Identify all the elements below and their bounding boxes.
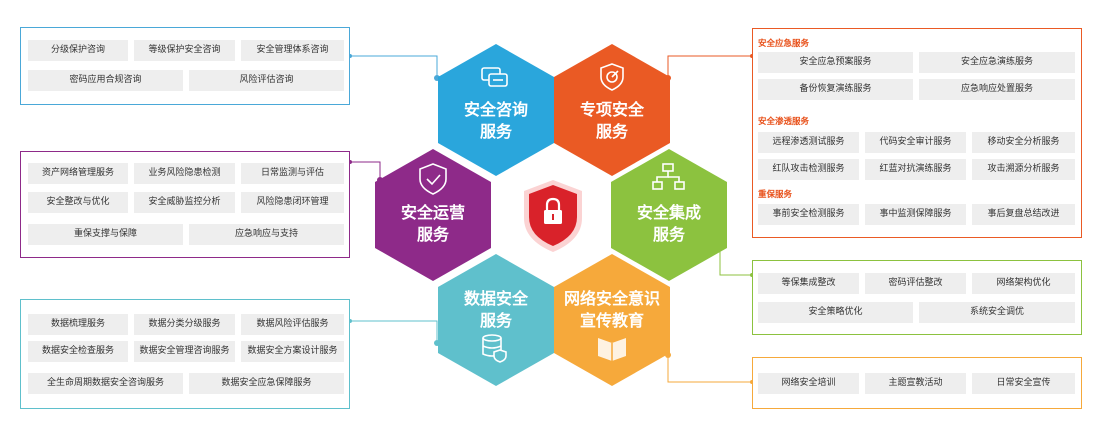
special-item: 红队攻击检测服务: [758, 159, 859, 180]
special-item: 安全应急演练服务: [919, 52, 1075, 73]
consult-item: 等级保护安全咨询: [134, 40, 235, 61]
ops-item: 重保支撑与保障: [28, 224, 183, 245]
hex-data-line1: 数据安全: [464, 289, 529, 308]
ops-item: 资产网络管理服务: [28, 163, 128, 184]
awareness-item: 日常安全宣传: [972, 373, 1075, 394]
connector-special: [667, 55, 752, 78]
hex-data-line2: 服务: [480, 311, 513, 330]
consult-panel: 分级保护咨询 等级保护安全咨询 安全管理体系咨询 密码应用合规咨询 风险评估咨询: [20, 27, 350, 105]
ops-item: 日常监测与评估: [241, 163, 344, 184]
data-item: 数据安全管理咨询服务: [134, 341, 235, 362]
special-group-title: 安全应急服务: [758, 39, 810, 49]
hex-awareness-line2: 宣传教育: [580, 311, 644, 330]
hex-special: [554, 44, 670, 176]
special-item: 攻击溯源分析服务: [972, 159, 1075, 180]
awareness-panel: 网络安全培训 主题宣教活动 日常安全宣传: [752, 357, 1082, 409]
hex-special-line2: 服务: [596, 122, 629, 141]
target-shield-icon: [600, 63, 624, 91]
network-hierarchy-icon: [652, 163, 685, 190]
special-item: 代码安全审计服务: [865, 132, 966, 153]
lock-shield-icon: [524, 180, 582, 252]
special-panel: 安全应急服务 安全应急预案服务 安全应急演练服务 备份恢复演练服务 应急响应处置…: [752, 28, 1082, 238]
integration-panel: 等保集成整改 密码评估整改 网络架构优化 安全策略优化 系统安全调优: [752, 260, 1082, 335]
consult-item: 安全管理体系咨询: [241, 40, 344, 61]
special-item: 安全应急预案服务: [758, 52, 913, 73]
integration-item: 网络架构优化: [972, 273, 1075, 294]
hex-awareness-line1: 网络安全意识: [564, 289, 660, 308]
special-item: 红蓝对抗演练服务: [865, 159, 966, 180]
ops-item: 应急响应与支持: [189, 224, 344, 245]
hex-special-line1: 专项安全: [580, 100, 645, 119]
chat-bubbles-icon: [481, 67, 508, 87]
ops-item: 风险隐患闭环管理: [241, 192, 344, 213]
integration-item: 安全策略优化: [758, 302, 913, 323]
ops-item: 安全整改与优化: [28, 192, 128, 213]
consult-item: 密码应用合规咨询: [28, 70, 183, 91]
hex-integration: [611, 149, 727, 281]
hex-ops: [375, 149, 491, 281]
hex-awareness: [554, 254, 670, 386]
special-item: 应急响应处置服务: [919, 79, 1075, 100]
consult-item: 风险评估咨询: [189, 70, 344, 91]
special-item: 备份恢复演练服务: [758, 79, 913, 100]
data-item: 数据梳理服务: [28, 314, 128, 335]
special-item: 事中监测保障服务: [865, 204, 966, 225]
special-group-title: 安全渗透服务: [758, 117, 810, 127]
consult-item: 分级保护咨询: [28, 40, 128, 61]
connector-ops: [350, 161, 381, 180]
data-item: 全生命周期数据安全咨询服务: [28, 373, 183, 394]
ops-item: 安全威胁监控分析: [134, 192, 235, 213]
hex-integration-line2: 服务: [653, 225, 686, 244]
connector-consult: [350, 55, 438, 78]
connector-awareness: [667, 355, 752, 383]
data-item: 数据分类分级服务: [134, 314, 235, 335]
hex-ops-line1: 安全运营: [401, 203, 465, 222]
connector-data: [350, 320, 438, 343]
check-shield-icon: [419, 163, 447, 195]
data-panel: 数据梳理服务 数据分类分级服务 数据风险评估服务 数据安全检查服务 数据安全管理…: [20, 299, 350, 409]
hex-consult: [438, 44, 554, 176]
data-item: 数据风险评估服务: [241, 314, 344, 335]
database-shield-icon: [482, 334, 507, 363]
awareness-item: 网络安全培训: [758, 373, 859, 394]
data-item: 数据安全应急保障服务: [189, 373, 344, 394]
connector-integration: [719, 243, 752, 276]
hex-integration-line1: 安全集成: [637, 203, 701, 222]
special-item: 事后复盘总结改进: [972, 204, 1075, 225]
ops-panel: 资产网络管理服务 业务风险隐患检测 日常监测与评估 安全整改与优化 安全威胁监控…: [20, 151, 350, 258]
hex-data: [438, 254, 554, 386]
hex-consult-line2: 服务: [480, 122, 513, 141]
hex-ops-line2: 服务: [417, 225, 450, 244]
book-icon: [598, 338, 626, 361]
special-item: 事前安全检测服务: [758, 204, 859, 225]
special-item: 远程渗透测试服务: [758, 132, 859, 153]
data-item: 数据安全方案设计服务: [241, 341, 344, 362]
ops-item: 业务风险隐患检测: [134, 163, 235, 184]
hex-consult-line1: 安全咨询: [464, 100, 528, 119]
integration-item: 系统安全调优: [919, 302, 1075, 323]
special-item: 移动安全分析服务: [972, 132, 1075, 153]
data-item: 数据安全检查服务: [28, 341, 128, 362]
special-group-title: 重保服务: [758, 190, 793, 200]
integration-item: 等保集成整改: [758, 273, 859, 294]
integration-item: 密码评估整改: [865, 273, 966, 294]
awareness-item: 主题宣教活动: [865, 373, 966, 394]
